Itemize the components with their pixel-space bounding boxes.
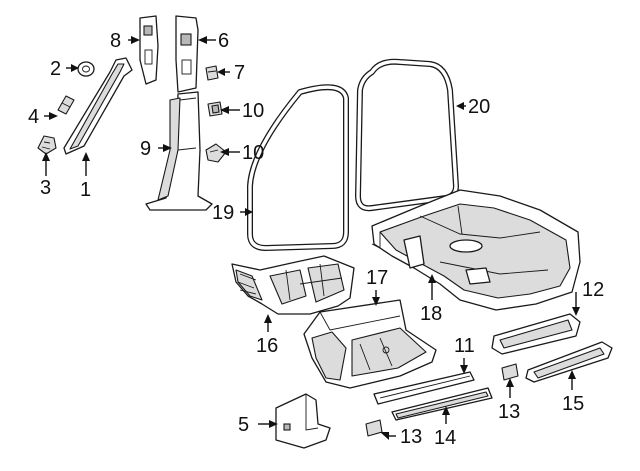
part-19-front-door-seal[interactable] <box>247 84 349 251</box>
part-15-scuff-plate[interactable] <box>525 341 613 383</box>
callout-7[interactable]: 7 <box>234 62 245 84</box>
callout-14[interactable]: 14 <box>434 427 456 449</box>
callout-1[interactable]: 1 <box>80 179 91 201</box>
part-16-rear-insulator[interactable] <box>231 255 355 315</box>
part-7-clip[interactable] <box>205 65 219 81</box>
callout-12[interactable]: 12 <box>582 279 604 301</box>
callout-9[interactable]: 9 <box>140 138 151 160</box>
part-17-rear-carpet[interactable] <box>303 299 437 389</box>
part-1-a-pillar-trim[interactable] <box>63 57 133 155</box>
part-13-clip-lower[interactable] <box>365 419 383 437</box>
callout-11[interactable]: 11 <box>454 335 475 357</box>
callout-5[interactable]: 5 <box>238 414 249 436</box>
part-9-b-pillar-lower-trim[interactable] <box>145 91 213 211</box>
part-2-clip[interactable] <box>77 61 95 77</box>
callout-labels: 1 2 3 4 5 6 7 8 9 10 10 11 12 13 13 14 1… <box>28 30 604 449</box>
callout-18[interactable]: 18 <box>420 303 442 325</box>
callout-19[interactable]: 19 <box>212 202 234 224</box>
part-10-clip-upper[interactable] <box>207 101 223 117</box>
part-18-front-carpet[interactable] <box>371 189 581 311</box>
callout-2[interactable]: 2 <box>50 58 61 80</box>
part-8-upper-pillar-cover[interactable] <box>139 15 159 85</box>
callout-4[interactable]: 4 <box>28 106 39 128</box>
part-4-bracket[interactable] <box>57 95 75 115</box>
part-3-clip[interactable] <box>37 135 57 155</box>
part-10-clip-lower[interactable] <box>205 143 227 163</box>
callout-3[interactable]: 3 <box>40 177 51 199</box>
callout-10-upper[interactable]: 10 <box>242 100 264 122</box>
callout-6[interactable]: 6 <box>218 30 229 52</box>
callout-16[interactable]: 16 <box>256 335 278 357</box>
part-5-cowl-side-trim[interactable] <box>275 393 331 449</box>
part-20-rear-door-seal[interactable] <box>355 58 459 212</box>
callout-20[interactable]: 20 <box>468 96 490 118</box>
part-14-sill-plate[interactable] <box>391 387 493 421</box>
part-6-b-pillar-upper-trim[interactable] <box>175 15 199 93</box>
callout-15[interactable]: 15 <box>562 393 584 415</box>
callout-8[interactable]: 8 <box>110 30 121 52</box>
callout-13-upper[interactable]: 13 <box>498 401 520 423</box>
part-11-front-sill-plate[interactable] <box>373 371 475 405</box>
part-13-clip-upper[interactable] <box>501 363 519 381</box>
callout-17[interactable]: 17 <box>366 267 388 289</box>
callout-10-lower[interactable]: 10 <box>242 142 264 164</box>
leader-lines <box>42 36 580 440</box>
part-12-rear-sill-plate[interactable] <box>491 313 581 355</box>
callout-13-lower[interactable]: 13 <box>400 426 422 448</box>
